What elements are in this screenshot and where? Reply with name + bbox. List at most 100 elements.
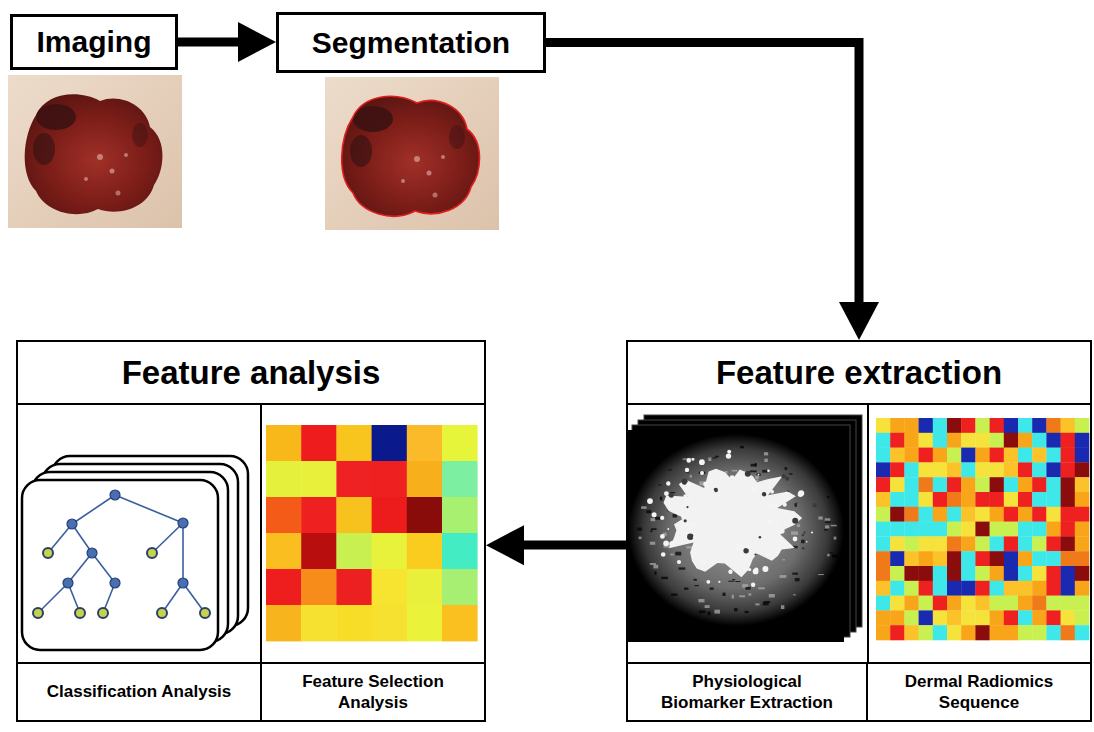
map-texture: [781, 605, 784, 609]
radiomics-cell: [961, 492, 976, 507]
map-speckle: [684, 519, 687, 522]
radiomics-cell: [1046, 462, 1061, 477]
radiomics-cell: [947, 448, 962, 463]
radiomics-cell: [876, 596, 891, 611]
radiomics-cell: [1046, 551, 1061, 566]
radiomics-cell: [975, 462, 990, 477]
radiomics-cell: [1004, 551, 1019, 566]
map-speckle: [762, 566, 768, 572]
map-speckle: [773, 503, 778, 508]
radiomics-cell: [890, 477, 905, 492]
map-texture: [732, 595, 734, 599]
heatmap-cell: [266, 605, 302, 641]
map-texture: [762, 470, 767, 473]
map-speckle: [669, 541, 675, 547]
radiomics-cell: [919, 610, 934, 625]
radiomics-cell: [947, 610, 962, 625]
radiomics-cell: [1032, 433, 1047, 448]
radiomics-cell: [876, 433, 891, 448]
radiomics-cell: [1075, 522, 1090, 537]
map-speckle: [647, 498, 653, 504]
radiomics-cell: [1061, 418, 1076, 433]
map-texture: [831, 525, 837, 527]
radiomics-cell: [904, 536, 919, 551]
map-speckle: [745, 471, 751, 477]
radiomics-cell: [1018, 418, 1033, 433]
radiomics-cell: [904, 610, 919, 625]
map-texture: [684, 588, 688, 590]
radiomics-cell: [1032, 418, 1047, 433]
radiomics-cell: [1061, 433, 1076, 448]
radiomics-cell: [975, 536, 990, 551]
panel-divider: [260, 404, 262, 662]
radiomics-cell: [1004, 418, 1019, 433]
map-speckle: [686, 482, 691, 487]
map-texture: [670, 554, 673, 556]
radiomics-cell: [1061, 507, 1076, 522]
tree-node: [87, 548, 97, 558]
stage-panel: Feature extractionPhysiological Biomarke…: [626, 340, 1092, 722]
map-speckle: [746, 546, 749, 549]
map-speckle: [779, 528, 785, 534]
radiomics-cell: [1046, 433, 1061, 448]
map-texture: [690, 475, 692, 478]
radiomics-cell: [933, 581, 948, 596]
radiomics-cell: [1075, 448, 1090, 463]
heatmap-cell: [336, 533, 372, 569]
tree-leaf: [33, 608, 43, 618]
radiomics-cell: [876, 492, 891, 507]
radiomics-cell: [933, 610, 948, 625]
map-texture: [653, 565, 658, 569]
radiomics-cell: [961, 507, 976, 522]
radiomics-cell: [1046, 492, 1061, 507]
heatmap-cell: [442, 461, 478, 497]
map-texture: [745, 611, 749, 613]
heatmap-cell: [336, 605, 372, 641]
map-speckle: [734, 549, 736, 551]
panel-header: Feature extraction: [628, 342, 1090, 405]
radiomics-cell: [919, 581, 934, 596]
map-texture: [755, 603, 759, 605]
radiomics-cell: [947, 462, 962, 477]
heatmap-cell: [372, 569, 408, 605]
tree-node: [178, 518, 188, 528]
radiomics-cell: [961, 433, 976, 448]
map-speckle: [663, 541, 669, 547]
radiomics-cell: [1046, 448, 1061, 463]
tree-node: [67, 519, 77, 529]
panel-caption: Dermal Radiomics Sequence: [886, 671, 1072, 714]
radiomics-cell: [961, 536, 976, 551]
radiomics-cell: [1032, 610, 1047, 625]
map-texture: [825, 521, 831, 523]
caption-cell: Feature Selection Analysis: [262, 662, 484, 720]
heatmap-cell: [336, 569, 372, 605]
radiomics-cell: [1004, 462, 1019, 477]
map-speckle: [660, 516, 664, 520]
map-speckle: [664, 491, 669, 496]
radiomics-cell: [1075, 418, 1090, 433]
map-speckle: [770, 490, 774, 494]
panel-heading: Feature extraction: [716, 354, 1002, 392]
map-texture: [791, 531, 798, 534]
radiomics-cell: [990, 581, 1005, 596]
radiomics-cell: [933, 462, 948, 477]
radiomics-cell: [1061, 522, 1076, 537]
map-speckle: [692, 522, 698, 528]
radiomics-cell: [990, 536, 1005, 551]
radiomics-cell: [1004, 625, 1019, 640]
map-speckle: [728, 570, 732, 574]
map-speckle: [685, 498, 691, 504]
radiomics-cell: [933, 551, 948, 566]
radiomics-cell: [933, 433, 948, 448]
radiomics-cell: [947, 581, 962, 596]
radiomics-cell: [1032, 566, 1047, 581]
map-speckle: [712, 490, 715, 493]
radiomics-cell: [990, 522, 1005, 537]
radiomics-cell: [876, 418, 891, 433]
radiomics-cell: [1018, 596, 1033, 611]
radiomics-cell: [919, 507, 934, 522]
radiomics-cell: [1004, 596, 1019, 611]
map-texture: [637, 528, 641, 531]
map-speckle: [796, 502, 798, 504]
map-speckle: [685, 522, 690, 527]
